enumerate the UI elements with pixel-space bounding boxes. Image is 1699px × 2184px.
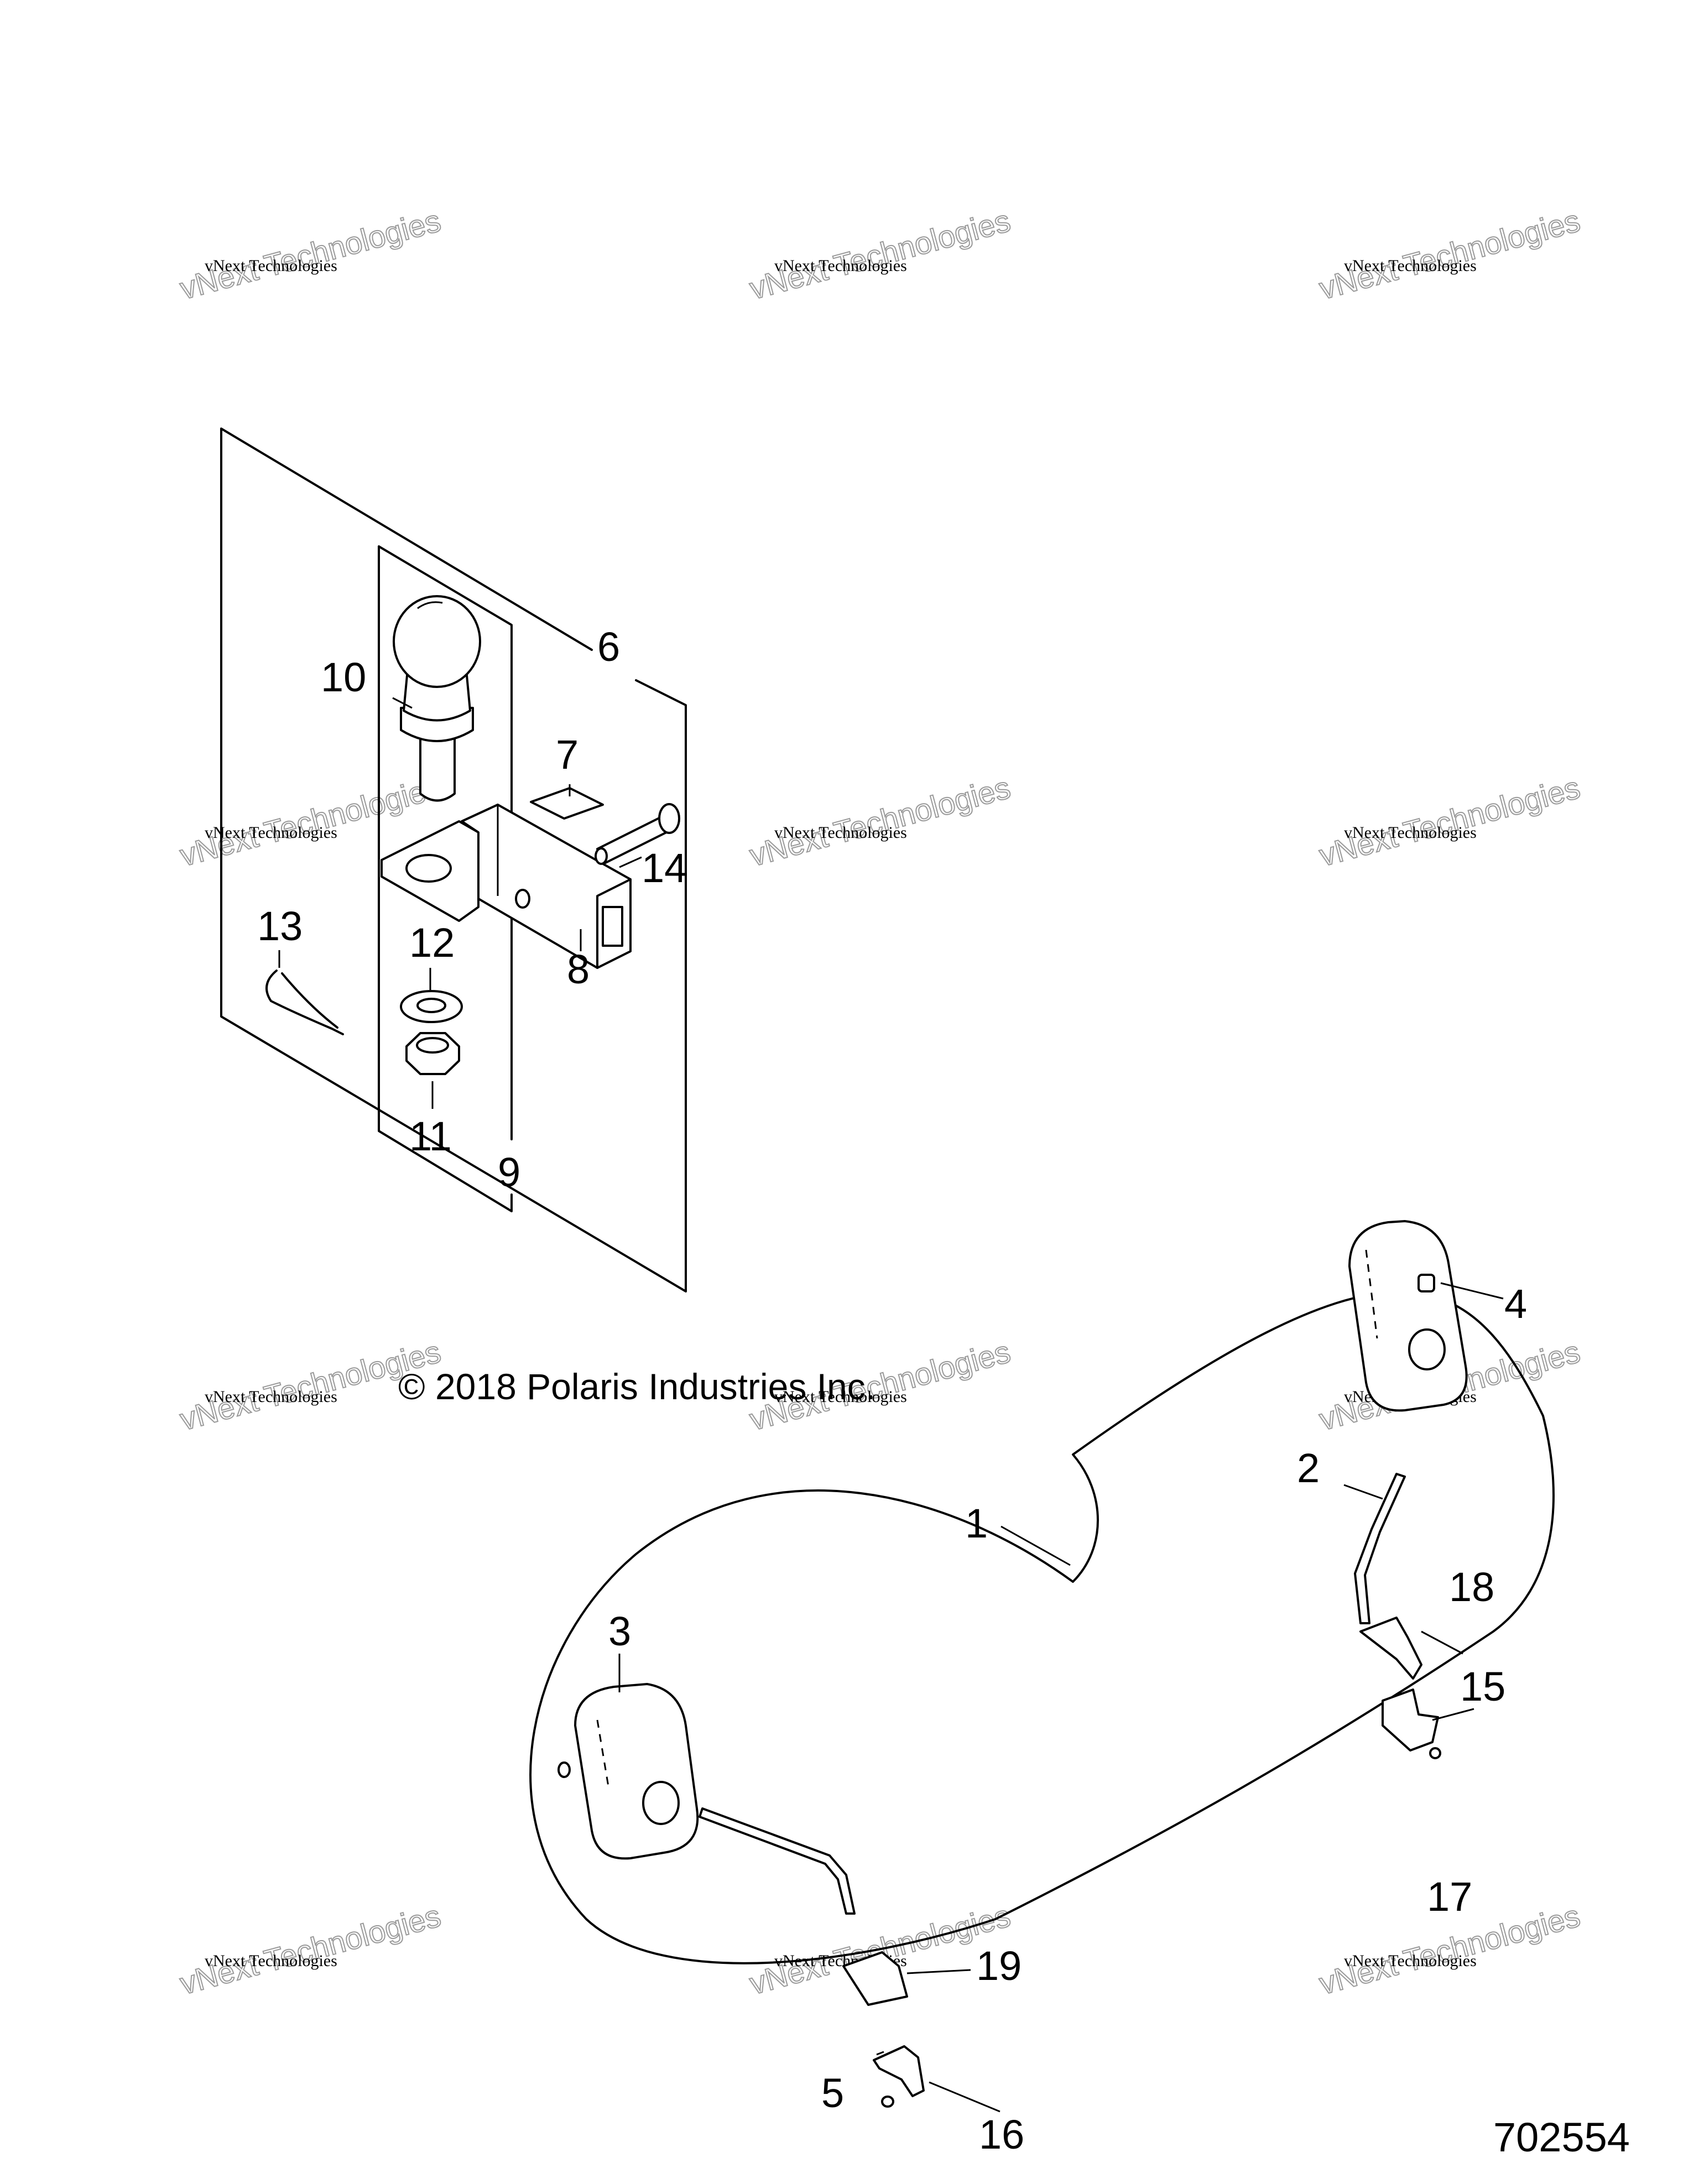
callout-14: 14	[642, 845, 687, 891]
hitch-ball	[393, 595, 481, 802]
watermark-text: vNext Technologies	[774, 257, 907, 275]
callout-12: 12	[409, 920, 455, 966]
watermarks: vNext Technologies vNext Technologies vN…	[176, 202, 1584, 2001]
mirror-rod-left	[699, 1807, 856, 1915]
watermark-outline: vNext Technologies	[176, 1898, 444, 2001]
watermark-1: vNext Technologies vNext Technologies	[176, 202, 445, 306]
watermark-text: vNext Technologies	[774, 823, 907, 842]
mirror-left	[557, 1683, 699, 1860]
watermark-text: vNext Technologies	[1344, 1952, 1477, 1970]
callout-8: 8	[567, 946, 590, 992]
bracket-18	[1359, 1617, 1422, 1680]
figure-number: 702554	[1493, 2114, 1630, 2160]
mirror-right	[1348, 1220, 1468, 1412]
watermark-outline: vNext Technologies	[746, 203, 1014, 306]
watermark-outline: vNext Technologies	[1316, 203, 1583, 306]
watermark-text: vNext Technologies	[1344, 257, 1477, 275]
watermark-text: vNext Technologies	[205, 1952, 337, 1970]
callout-10: 10	[321, 654, 366, 700]
callout-16: 16	[979, 2112, 1024, 2157]
callout-5: 5	[821, 2070, 844, 2116]
clamp-16	[873, 2045, 925, 2108]
ball-mount	[381, 804, 632, 969]
watermark-text: vNext Technologies	[205, 1388, 337, 1406]
watermark-2: vNext Technologies vNext Technologies	[746, 202, 1014, 306]
kit-outline-6	[220, 428, 687, 1292]
hair-pin-clip	[265, 969, 344, 1035]
bracket-19	[842, 1951, 908, 2006]
callout-6: 6	[597, 624, 620, 670]
callout-13: 13	[257, 903, 303, 949]
callout-19: 19	[976, 1943, 1022, 1989]
callout-9: 9	[498, 1149, 520, 1195]
callout-1: 1	[965, 1500, 988, 1546]
watermark-text: vNext Technologies	[774, 1388, 907, 1406]
watermark-text: vNext Technologies	[205, 257, 337, 275]
warning-decal	[530, 787, 604, 820]
watermark-outline: vNext Technologies	[1316, 770, 1583, 873]
kit-outline-9	[378, 545, 513, 1212]
callout-3: 3	[608, 1608, 631, 1654]
callout-2: 2	[1297, 1445, 1320, 1491]
clamp-15	[1382, 1688, 1441, 1759]
copyright-notice: © 2018 Polaris Industries Inc.	[398, 1366, 875, 1407]
watermark-5: vNext Technologies vNext Technologies	[746, 769, 1014, 873]
watermark-outline: vNext Technologies	[176, 203, 444, 306]
callout-15: 15	[1460, 1664, 1505, 1709]
watermark-text: vNext Technologies	[205, 823, 337, 842]
watermark-outline: vNext Technologies	[746, 770, 1014, 873]
callout-7: 7	[556, 732, 579, 778]
windshield-panel	[529, 1291, 1555, 1964]
callouts: 1 2 3 4 5 6 7 8 9 10 11 12 13 14 15 16 1…	[257, 624, 1527, 2157]
callout-17: 17	[1427, 1874, 1472, 1920]
callout-18: 18	[1449, 1564, 1494, 1610]
plug-fitting	[1417, 1274, 1435, 1292]
windshield-assembly	[529, 1220, 1555, 2108]
mirror-rod-right	[1354, 1473, 1406, 1624]
callout-11: 11	[409, 1113, 452, 1159]
hitch-assembly	[220, 428, 687, 1292]
hitch-pin	[595, 803, 680, 865]
watermark-text: vNext Technologies	[1344, 823, 1477, 842]
callout-4: 4	[1504, 1281, 1527, 1327]
watermark-10: vNext Technologies vNext Technologies	[176, 1898, 445, 2001]
lock-nut	[405, 1032, 460, 1075]
watermark-3: vNext Technologies vNext Technologies	[1315, 202, 1584, 306]
leader-lines	[278, 697, 1504, 2113]
watermark-6: vNext Technologies vNext Technologies	[1315, 769, 1584, 873]
washer	[400, 990, 463, 1023]
